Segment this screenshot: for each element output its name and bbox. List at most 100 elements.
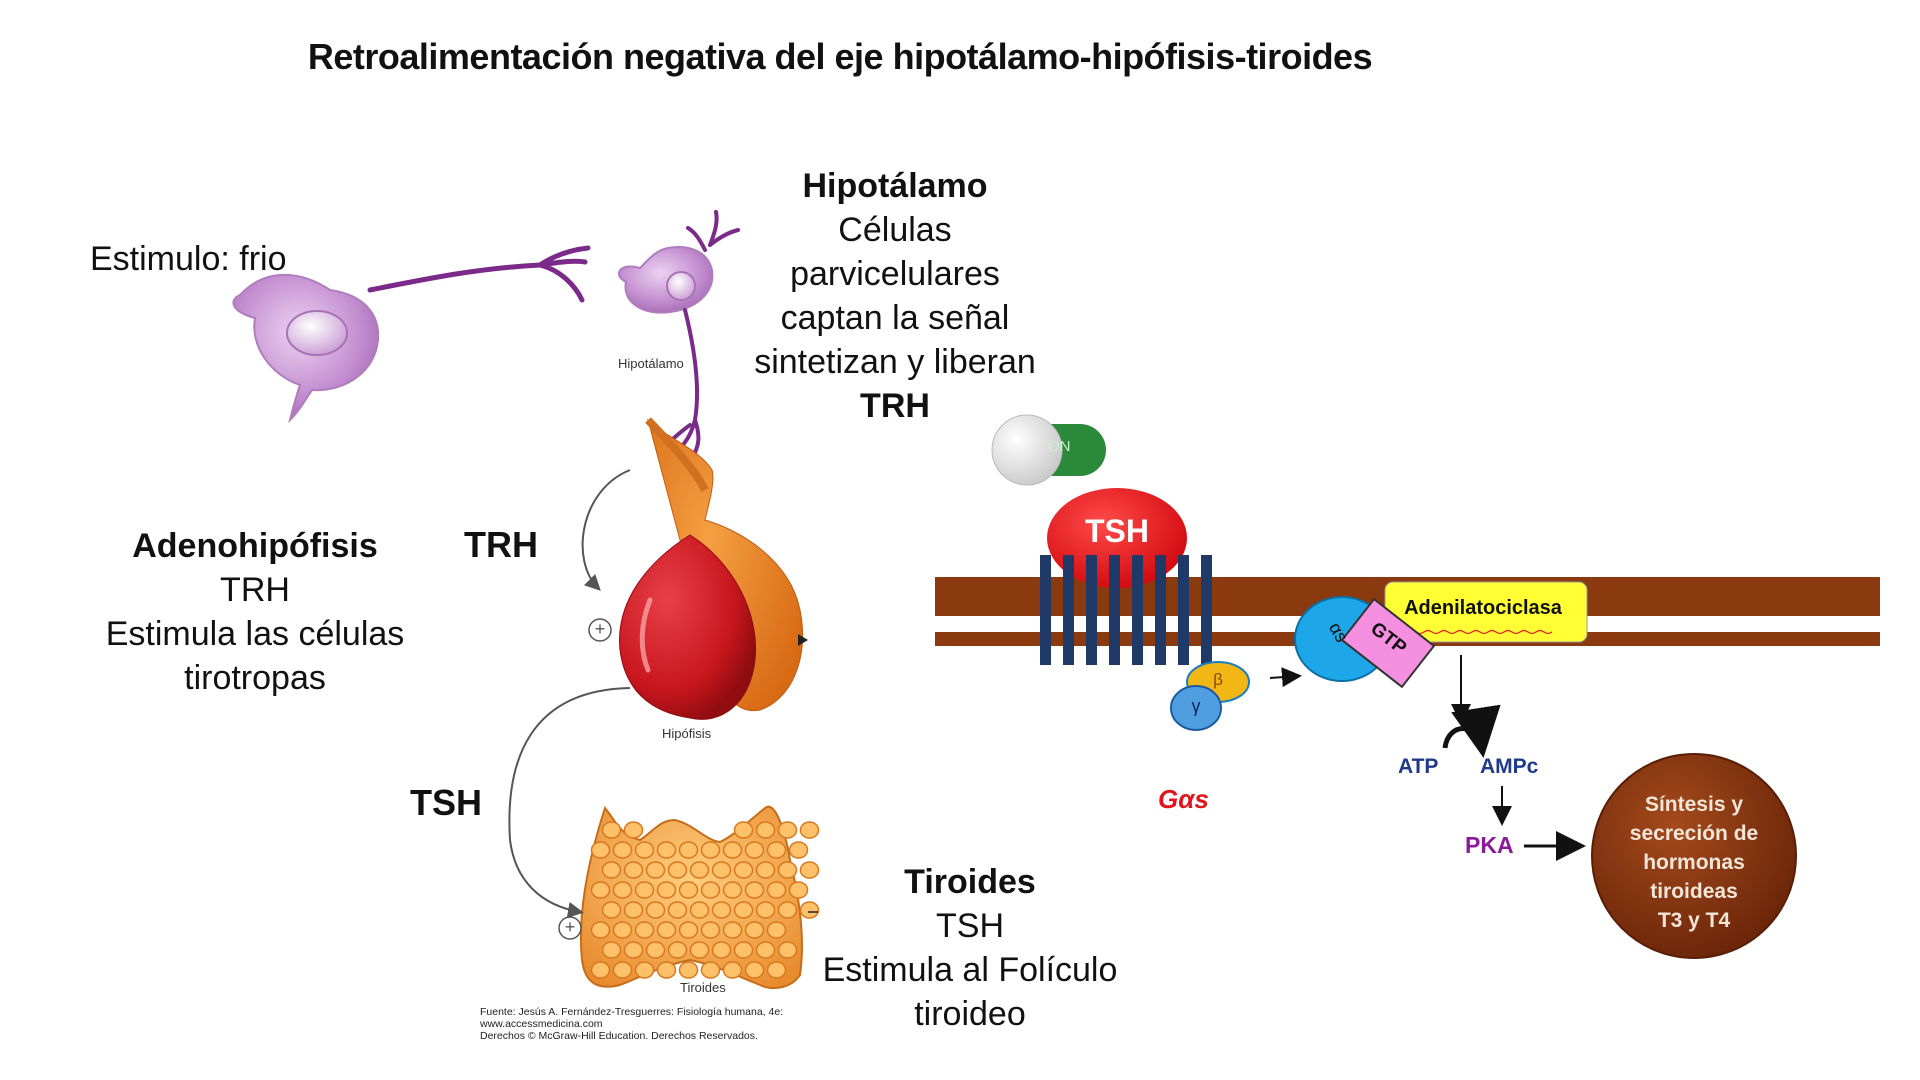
follicle: [689, 941, 710, 959]
pka-label: PKA: [1465, 832, 1514, 858]
result-line: hormonas: [1643, 851, 1745, 874]
follicle: [788, 841, 809, 859]
follicle: [711, 901, 732, 919]
gamma-label: γ: [1191, 696, 1201, 716]
follicle: [612, 881, 633, 899]
trh-arrow-label: TRH: [464, 524, 538, 565]
plus-sign: +: [594, 619, 606, 639]
hypothalamus-description: Hipotálamo Células parvicelulares captan…: [735, 164, 1055, 428]
result-line: T3 y T4: [1657, 909, 1731, 932]
adenylate-cyclase-label: Adenilatociclasa: [1404, 597, 1562, 619]
thyroid-line: Estimula al Folículo: [822, 951, 1118, 989]
follicle: [766, 881, 787, 899]
follicle: [645, 861, 666, 879]
follicle: [612, 961, 633, 979]
follicle: [623, 821, 644, 839]
result-line: secreción de: [1629, 822, 1759, 845]
thyroid-follicles: [590, 821, 820, 979]
adenohypophysis-heading: Adenohipófisis: [132, 527, 378, 565]
result-text: Síntesis y secreción de hormonas tiroide…: [1606, 790, 1782, 935]
tsh-ligand: [1047, 488, 1187, 588]
follicle: [700, 921, 721, 939]
follicle: [689, 901, 710, 919]
follicle: [755, 941, 776, 959]
follicle: [744, 961, 765, 979]
receptor-helix: [1086, 555, 1097, 665]
credit-line: www.accessmedicina.com: [480, 1018, 603, 1030]
follicle: [623, 861, 644, 879]
follicle: [700, 841, 721, 859]
follicle: [799, 861, 820, 879]
follicle: [656, 841, 677, 859]
follicle: [711, 861, 732, 879]
feedback-arrows: [508, 469, 631, 918]
tsh-ligand-label: TSH: [1085, 513, 1149, 549]
follicle: [700, 881, 721, 899]
plus-circle-icon: [558, 916, 582, 940]
camp-label: AMPc: [1480, 755, 1539, 778]
conversion-arrow-icon: [1442, 704, 1501, 758]
hypothalamus-heading: Hipotálamo: [802, 167, 988, 205]
pituitary-illustration: [619, 417, 808, 720]
receptor-helix: [1132, 555, 1143, 665]
hypothalamus-line: sintetizan y liberan: [754, 343, 1036, 381]
follicle: [711, 941, 732, 959]
gtp-molecule: [1340, 597, 1436, 689]
hypothalamus-line: Células parvicelulares: [790, 211, 1000, 293]
follicle: [722, 841, 743, 859]
follicle: [601, 941, 622, 959]
follicle: [590, 881, 611, 899]
follicle: [733, 901, 754, 919]
follicle: [656, 921, 677, 939]
follicle: [678, 921, 699, 939]
follicle: [700, 961, 721, 979]
tsh-arrow-label: TSH: [410, 782, 482, 823]
adenohypophysis-line: TRH: [220, 571, 290, 609]
page-title: Retroalimentación negativa del eje hipot…: [307, 36, 1373, 77]
atp-label: ATP: [1398, 755, 1439, 778]
follicle: [678, 961, 699, 979]
follicle: [623, 901, 644, 919]
adenohypophysis-line: tirotropas: [184, 659, 326, 697]
follicle: [733, 861, 754, 879]
hypothalamic-neuron-illustration: [618, 210, 740, 460]
beta-label: β: [1213, 670, 1223, 689]
follicle: [766, 921, 787, 939]
sensory-neuron-illustration: [232, 245, 591, 424]
hypothalamus-line: captan la señal: [780, 299, 1010, 337]
follicle: [722, 961, 743, 979]
follicle: [601, 901, 622, 919]
credit-line: Derechos © McGraw-Hill Education. Derech…: [480, 1030, 758, 1042]
follicle: [634, 881, 655, 899]
follicle: [634, 961, 655, 979]
receptor-helix: [1155, 555, 1166, 665]
follicle: [733, 821, 754, 839]
follicle: [689, 861, 710, 879]
thyroid-description: Tiroides TSH Estimula al Folículo tiroid…: [820, 860, 1120, 1036]
follicle: [645, 941, 666, 959]
adenohypophysis-line: Estimula las células: [105, 615, 405, 653]
follicle: [733, 941, 754, 959]
follicle: [744, 921, 765, 939]
follicle: [744, 841, 765, 859]
follicle: [656, 881, 677, 899]
g-gamma-subunit: [1170, 685, 1222, 731]
thyroid-line: TSH: [936, 907, 1004, 945]
thyroid-line: tiroideo: [914, 995, 1026, 1033]
follicle: [777, 821, 798, 839]
follicle: [590, 921, 611, 939]
follicle: [777, 861, 798, 879]
receptor-helix: [1063, 555, 1074, 665]
result-circle: [1591, 753, 1797, 959]
g-alpha-s-label: Gαs: [1158, 784, 1209, 814]
follicle: [634, 921, 655, 939]
receptor-helix: [1040, 555, 1051, 665]
follicle: [777, 901, 798, 919]
follicle: [678, 841, 699, 859]
follicle: [755, 901, 776, 919]
follicle: [612, 921, 633, 939]
follicle: [590, 961, 611, 979]
thyroid-heading: Tiroides: [904, 863, 1036, 901]
result-line: Síntesis y: [1644, 793, 1744, 816]
